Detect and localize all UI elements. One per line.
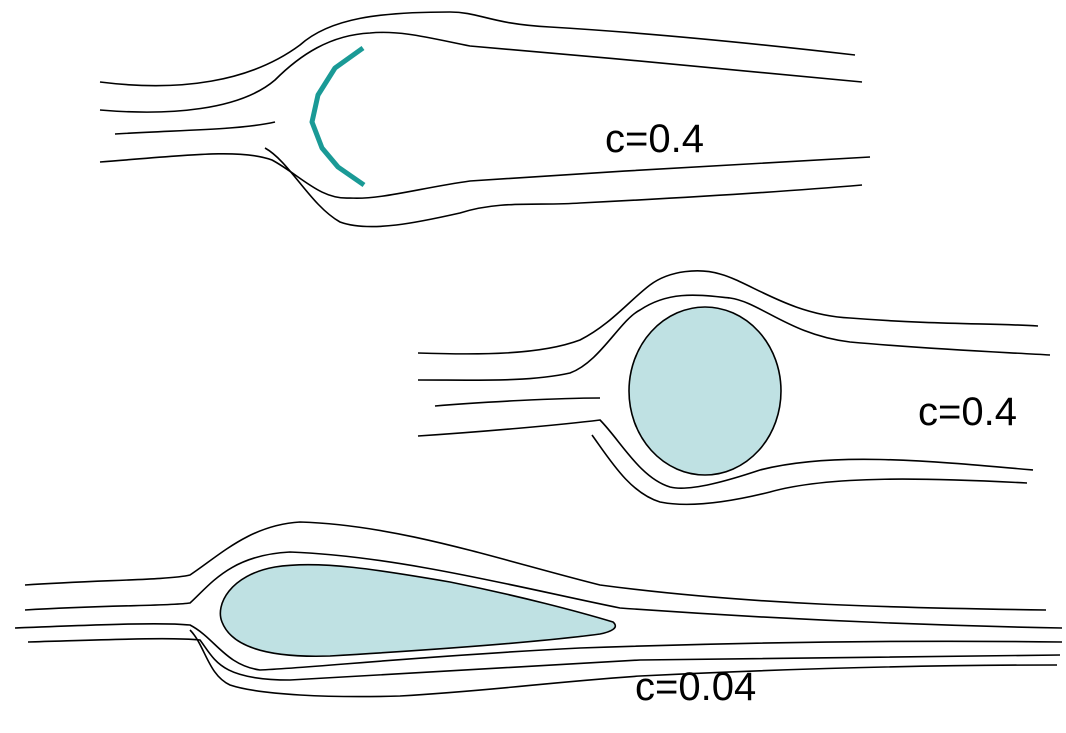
drag-coefficient-label: c=0.4 (918, 390, 1017, 434)
panel-sphere: c=0.4 (418, 271, 1050, 505)
cupped-plate-shape (312, 48, 364, 185)
streamlined-body-shape (220, 565, 615, 657)
streamline (100, 154, 870, 198)
streamline (100, 32, 862, 112)
streamline (115, 122, 275, 134)
panel-streamlined-body: c=0.04 (15, 522, 1062, 709)
streamline (100, 12, 855, 86)
panel-cupped-plate: c=0.4 (100, 12, 870, 227)
drag-coefficient-label: c=0.04 (635, 665, 756, 709)
streamline (435, 398, 600, 406)
streamline (28, 639, 1060, 680)
drag-coefficient-label: c=0.4 (605, 117, 704, 161)
streamline (25, 522, 1046, 610)
streamline (265, 148, 862, 227)
sphere-shape (629, 307, 781, 475)
